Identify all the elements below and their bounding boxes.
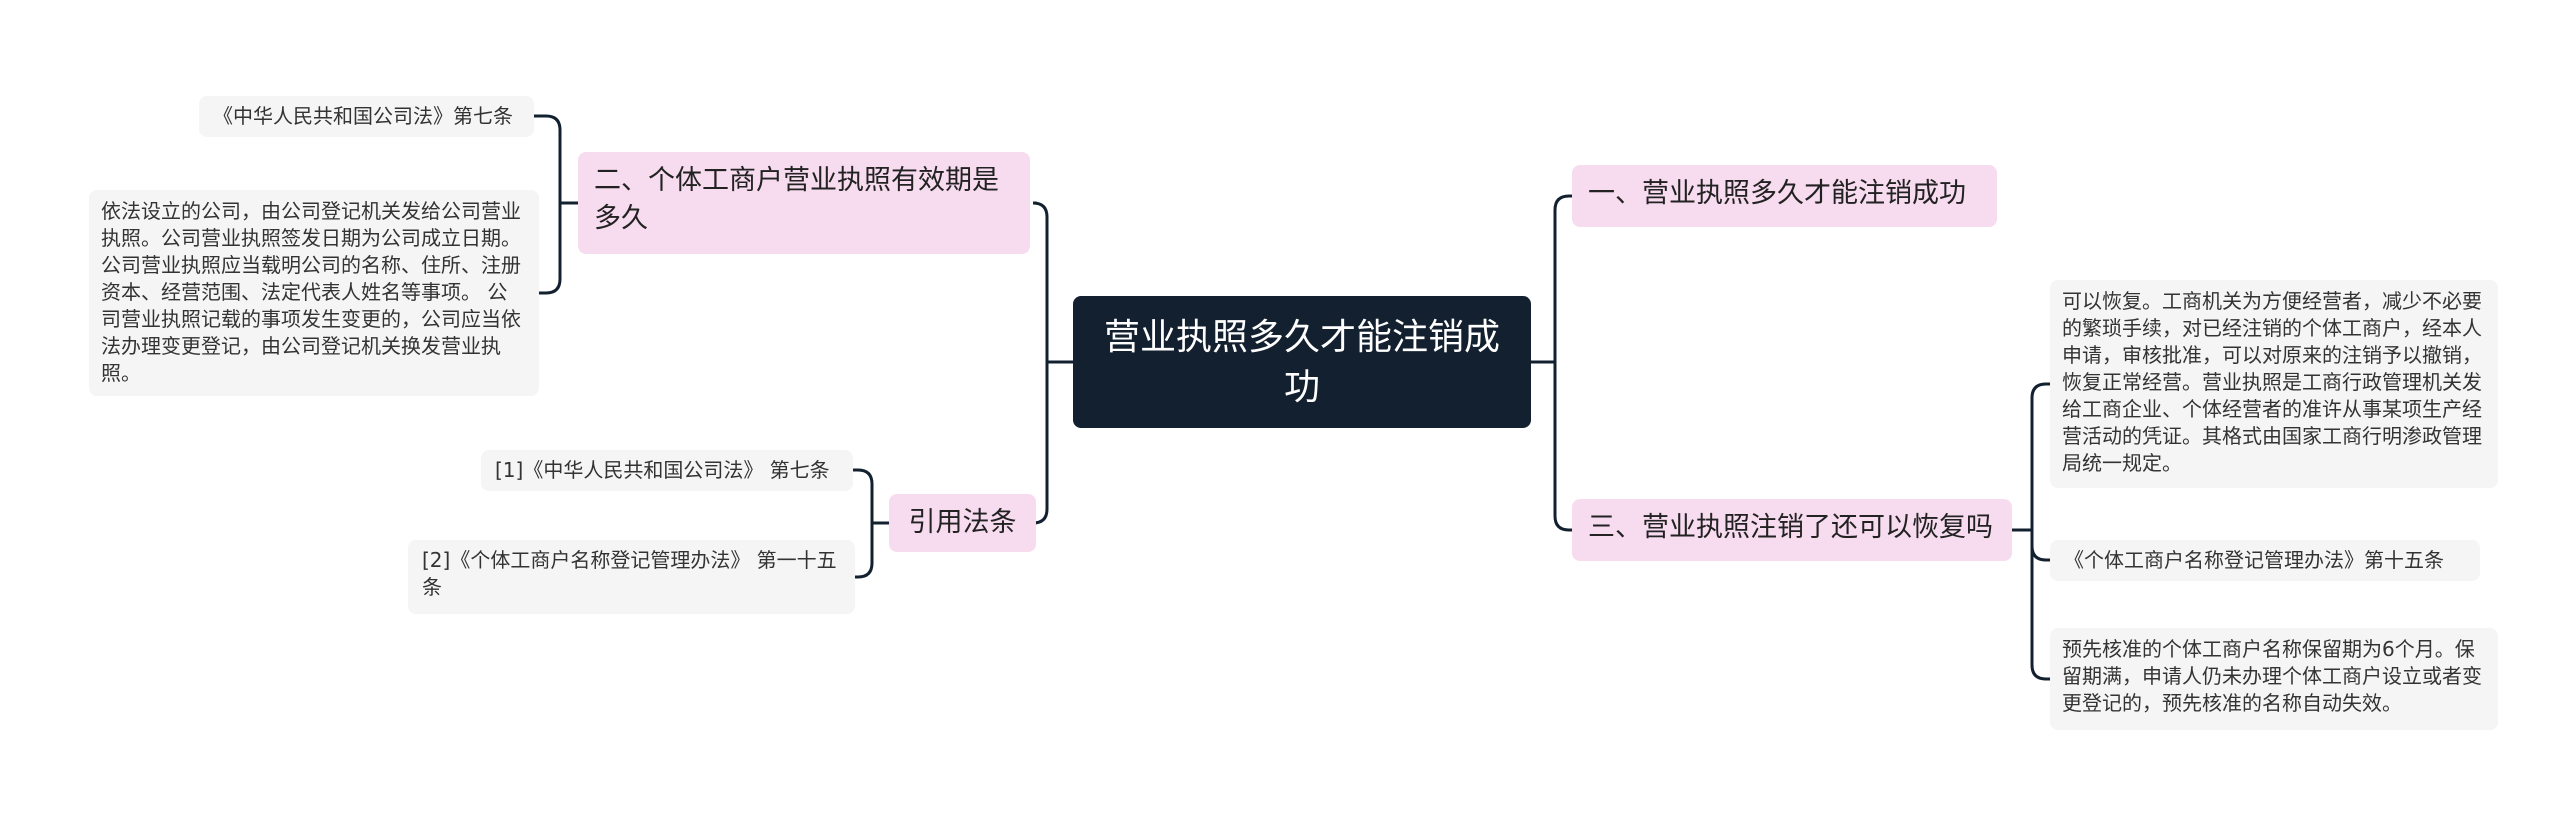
- validity-connector: [532, 114, 578, 295]
- citations-connector: [851, 468, 889, 579]
- branch-citations[interactable]: 引用法条: [889, 494, 1036, 552]
- validity-connector-edge: [532, 114, 562, 205]
- restore-connector-edge: [2030, 528, 2052, 681]
- branch-validity-period[interactable]: 二、个体工商户营业执照有效期是多久: [578, 152, 1030, 254]
- root-left-connector: [1032, 201, 1073, 525]
- citations-connector-edge: [853, 521, 874, 579]
- leaf-company-law-article-7-label: 《中华人民共和国公司法》第七条: [213, 104, 513, 128]
- root-right-connector-edge: [1553, 194, 1574, 364]
- leaf-name-registration-article-15[interactable]: 《个体工商户名称登记管理办法》第十五条: [2050, 540, 2480, 581]
- leaf-license-issuance-text[interactable]: 依法设立的公司，由公司登记机关发给公司营业执照。公司营业执照签发日期为公司成立日…: [89, 190, 539, 396]
- leaf-citation-1[interactable]: [1]《中华人民共和国公司法》 第七条: [481, 450, 853, 491]
- leaf-citation-1-label: [1]《中华人民共和国公司法》 第七条: [495, 458, 830, 482]
- leaf-name-registration-article-15-label: 《个体工商户名称登记管理办法》第十五条: [2064, 548, 2444, 572]
- leaf-can-restore-text[interactable]: 可以恢复。工商机关为方便经营者，减少不必要的繁琐手续，对已经注销的个体工商户，经…: [2050, 280, 2498, 488]
- restore-connector-edge: [2030, 382, 2052, 532]
- leaf-name-reservation-period-label: 预先核准的个体工商户名称保留期为6个月。保留期满，申请人仍未办理个体工商户设立或…: [2062, 637, 2482, 715]
- leaf-can-restore-text-label: 可以恢复。工商机关为方便经营者，减少不必要的繁琐手续，对已经注销的个体工商户，经…: [2062, 289, 2482, 475]
- leaf-citation-2[interactable]: [2]《个体工商户名称登记管理办法》 第一十五条: [408, 540, 855, 614]
- root-topic[interactable]: 营业执照多久才能注销成功: [1073, 296, 1531, 428]
- leaf-company-law-article-7[interactable]: 《中华人民共和国公司法》第七条: [199, 96, 534, 137]
- branch-how-long-to-cancel-label: 一、营业执照多久才能注销成功: [1588, 178, 1966, 209]
- branch-validity-period-label: 二、个体工商户营业执照有效期是多久: [594, 165, 999, 234]
- restore-connector-edge: [2030, 528, 2052, 562]
- leaf-name-reservation-period[interactable]: 预先核准的个体工商户名称保留期为6个月。保留期满，申请人仍未办理个体工商户设立或…: [2050, 628, 2498, 730]
- root-right-connector-edge: [1553, 360, 1574, 532]
- branch-how-long-to-cancel[interactable]: 一、营业执照多久才能注销成功: [1572, 165, 1997, 227]
- leaf-license-issuance-text-label: 依法设立的公司，由公司登记机关发给公司营业执照。公司营业执照签发日期为公司成立日…: [101, 199, 521, 385]
- root-left-connector-edge: [1032, 201, 1049, 364]
- branch-can-restore-label: 三、营业执照注销了还可以恢复吗: [1588, 512, 1993, 543]
- branch-citations-label: 引用法条: [908, 507, 1017, 538]
- citations-connector-edge: [851, 468, 874, 525]
- branch-can-restore[interactable]: 三、营业执照注销了还可以恢复吗: [1572, 499, 2012, 561]
- root-right-connector: [1531, 194, 1574, 532]
- restore-connector: [2012, 382, 2052, 681]
- root-topic-label: 营业执照多久才能注销成功: [1103, 317, 1500, 408]
- leaf-citation-2-label: [2]《个体工商户名称登记管理办法》 第一十五条: [422, 548, 837, 599]
- validity-connector-edge: [537, 201, 562, 295]
